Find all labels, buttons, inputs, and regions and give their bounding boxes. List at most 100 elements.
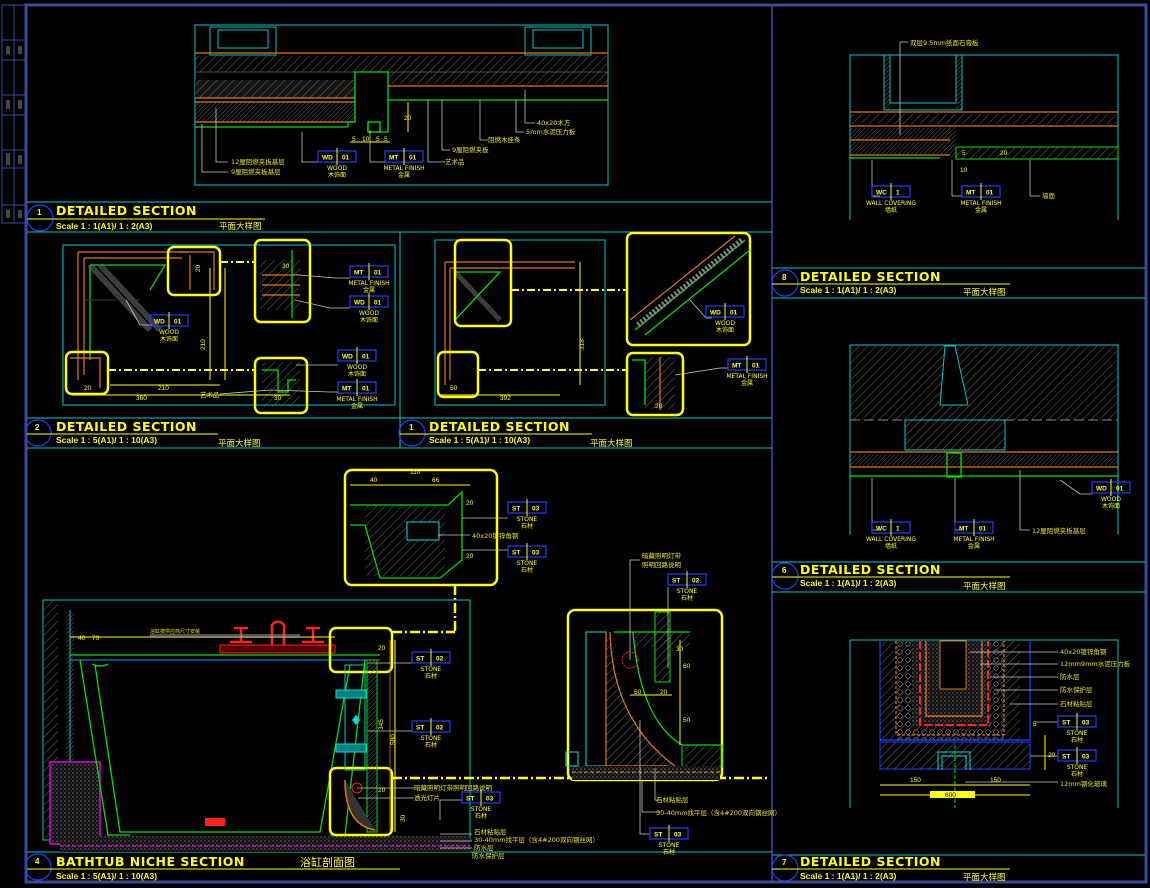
svg-text:DETAILED SECTION: DETAILED SECTION bbox=[429, 419, 570, 434]
tag-material-cn: 金属 bbox=[741, 379, 753, 387]
svg-text:12mm9mm水泥压力板: 12mm9mm水泥压力板 bbox=[1060, 659, 1131, 668]
tag-code: MT bbox=[389, 155, 398, 162]
svg-text:10: 10 bbox=[362, 136, 370, 143]
tag-material-en: STONE bbox=[421, 735, 442, 742]
tag-number: 1 bbox=[896, 526, 900, 533]
svg-text:平面大样图: 平面大样图 bbox=[219, 221, 262, 232]
svg-text:4: 4 bbox=[35, 857, 40, 866]
svg-text:60: 60 bbox=[683, 663, 691, 670]
svg-text:7: 7 bbox=[782, 858, 787, 867]
tag-number: 01 bbox=[979, 526, 987, 533]
title-block-bathtub: 4 BATHTUB NICHE SECTION Scale 1 : 5(A1)/… bbox=[24, 853, 400, 881]
svg-text:210: 210 bbox=[158, 385, 169, 392]
svg-text:40: 40 bbox=[370, 477, 378, 484]
tag-number: 01 bbox=[752, 363, 760, 370]
svg-text:20: 20 bbox=[466, 500, 474, 507]
svg-text:浴缸按供应商尺寸安装: 浴缸按供应商尺寸安装 bbox=[150, 628, 200, 635]
right-top-section-drawing: 双层9.5mm纸面石膏板 墙面 5 10 20 bbox=[849, 38, 1119, 220]
svg-text:12厘阻燃夹板基层: 12厘阻燃夹板基层 bbox=[231, 157, 285, 166]
tag-material-en: WOOD bbox=[159, 329, 179, 336]
tag-material-cn: 金属 bbox=[351, 402, 363, 410]
tag-material-cn: 石材 bbox=[663, 848, 675, 856]
svg-text:9厘阻燃夹板基层: 9厘阻燃夹板基层 bbox=[231, 167, 281, 176]
svg-text:70: 70 bbox=[92, 635, 100, 642]
svg-text:5: 5 bbox=[962, 150, 966, 157]
tag-number: 01 bbox=[362, 386, 370, 393]
tag-number: 01 bbox=[409, 155, 417, 162]
svg-text:5: 5 bbox=[376, 136, 380, 143]
svg-text:150: 150 bbox=[910, 777, 921, 784]
svg-text:双层9.5mm纸面石膏板: 双层9.5mm纸面石膏板 bbox=[910, 38, 979, 47]
tag-code: WD bbox=[342, 354, 353, 361]
tag-number: 03 bbox=[674, 832, 682, 839]
tag-material-en: WOOD bbox=[715, 320, 735, 327]
svg-text:墙面: 墙面 bbox=[1042, 191, 1056, 200]
tag-material-en: WOOD bbox=[359, 310, 379, 317]
svg-text:20: 20 bbox=[84, 385, 92, 392]
svg-text:5mm水泥压力板: 5mm水泥压力板 bbox=[526, 127, 576, 136]
svg-text:20: 20 bbox=[655, 403, 663, 410]
svg-text:Scale 1 : 5(A1)/ 1 : 10(A3): Scale 1 : 5(A1)/ 1 : 10(A3) bbox=[56, 871, 157, 881]
tag-material-en: WALL COVERING bbox=[866, 536, 916, 543]
tag-code: WD bbox=[322, 155, 333, 162]
tag-material-en: STONE bbox=[1067, 730, 1088, 737]
tag-material-cn: 木饰面 bbox=[1102, 502, 1120, 510]
tag-material-en: METAL FINISH bbox=[726, 373, 767, 380]
tag-material-cn: 金属 bbox=[363, 286, 375, 294]
tag-code: ST bbox=[512, 506, 520, 513]
svg-text:66: 66 bbox=[432, 477, 440, 484]
svg-text:艺术品: 艺术品 bbox=[200, 390, 220, 399]
tag-code: ST bbox=[416, 656, 424, 663]
tag-code: MT bbox=[732, 363, 741, 370]
tag-material-cn: 石材 bbox=[1071, 736, 1083, 744]
svg-text:9厘阻燃夹板: 9厘阻燃夹板 bbox=[452, 145, 489, 154]
svg-text:BATHTUB NICHE SECTION: BATHTUB NICHE SECTION bbox=[56, 854, 245, 869]
svg-text:8: 8 bbox=[782, 273, 787, 282]
tag-number: 01 bbox=[986, 190, 994, 197]
tag-number: 01 bbox=[374, 300, 382, 307]
svg-text:20: 20 bbox=[378, 645, 386, 652]
tag-number: 02 bbox=[692, 578, 700, 585]
svg-text:DETAILED SECTION: DETAILED SECTION bbox=[800, 562, 941, 577]
tag-material-cn: 金属 bbox=[968, 542, 980, 550]
svg-text:防水保护层: 防水保护层 bbox=[472, 851, 505, 860]
title-block-right-top: 8 DETAILED SECTION Scale 1 : 1(A1)/ 1 : … bbox=[771, 269, 1010, 298]
tag-material-en: STONE bbox=[421, 666, 442, 673]
tag-code: ST bbox=[654, 832, 662, 839]
bathtub-niche-drawing: 40x20镀锌角钢 40 66 110 20 20 bbox=[42, 468, 781, 860]
tag-material-en: METAL FINISH bbox=[336, 396, 377, 403]
tag-code: WC bbox=[876, 190, 887, 197]
tag-code: ST bbox=[1062, 754, 1070, 761]
tag-material-cn: 石材 bbox=[681, 594, 693, 602]
tag-code: MT bbox=[959, 526, 968, 533]
tag-material-en: STONE bbox=[471, 806, 492, 813]
svg-text:20: 20 bbox=[404, 115, 412, 122]
tag-code: MT bbox=[342, 386, 351, 393]
svg-text:30: 30 bbox=[400, 814, 407, 822]
tag-code: WD bbox=[1096, 486, 1107, 493]
svg-text:DETAILED SECTION: DETAILED SECTION bbox=[800, 854, 941, 869]
tag-code: ST bbox=[1062, 720, 1070, 727]
svg-text:20: 20 bbox=[1048, 752, 1056, 759]
svg-text:防水层: 防水层 bbox=[1060, 672, 1080, 681]
svg-text:照明回路说明: 照明回路说明 bbox=[642, 560, 682, 569]
mid-center-section-drawing: 392 50 318 20 bbox=[434, 231, 752, 417]
svg-text:防水保护层: 防水保护层 bbox=[1060, 685, 1093, 694]
left-palette-strip[interactable] bbox=[1, 4, 27, 224]
svg-text:5: 5 bbox=[384, 136, 388, 143]
tag-material-cn: 石材 bbox=[521, 522, 533, 530]
tag-material-en: WOOD bbox=[1101, 496, 1121, 503]
svg-text:12厘阻燃夹板基层: 12厘阻燃夹板基层 bbox=[1032, 526, 1086, 535]
svg-text:Scale 1 : 1(A1)/ 1 : 2(A3): Scale 1 : 1(A1)/ 1 : 2(A3) bbox=[56, 221, 153, 231]
svg-text:2: 2 bbox=[35, 423, 40, 432]
